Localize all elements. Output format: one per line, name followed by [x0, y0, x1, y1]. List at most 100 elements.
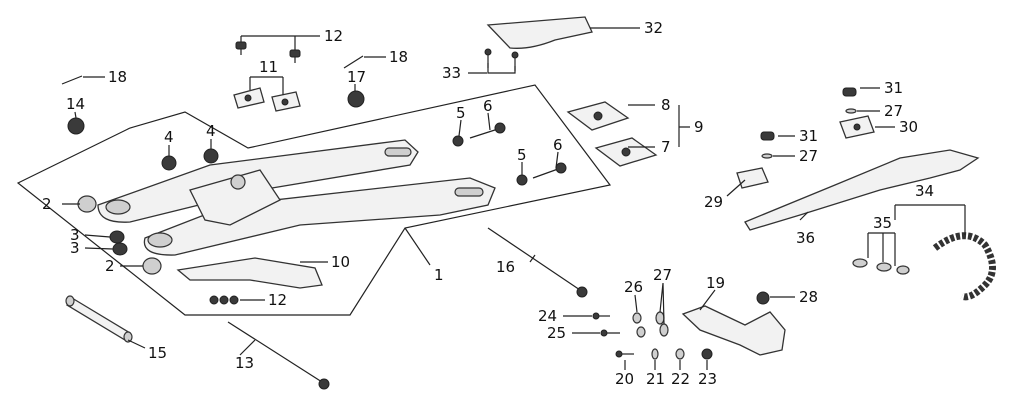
- pin-18-right: [343, 55, 364, 69]
- bolt-12-b: [289, 49, 301, 63]
- callout-34: 34: [915, 182, 934, 200]
- clip-11-a: [233, 87, 265, 109]
- nut-17: [347, 90, 365, 108]
- nut-4-a: [161, 155, 177, 171]
- bolt-12-a: [235, 41, 247, 55]
- callout-4-a: 4: [164, 128, 174, 146]
- callout-5-a: 5: [456, 104, 466, 122]
- callout-13: 13: [235, 354, 254, 372]
- drive-chain: [932, 232, 996, 301]
- bolt-20: [615, 350, 634, 358]
- callout-36: 36: [796, 229, 815, 247]
- axle-16: [487, 227, 588, 298]
- callout-7: 7: [661, 138, 671, 156]
- callout-18-right: 18: [389, 48, 408, 66]
- callout-11: 11: [259, 58, 278, 76]
- master-link-parts: [852, 258, 910, 275]
- callout-30: 30: [899, 118, 918, 136]
- callout-18-left: 18: [108, 68, 127, 86]
- callout-16: 16: [496, 258, 515, 276]
- washer-21: [651, 348, 659, 360]
- callout-5-b: 5: [517, 146, 527, 164]
- bolt-24: [592, 312, 610, 320]
- chain-adjuster-plate: [176, 257, 323, 289]
- bolts-12-lower: [209, 295, 239, 305]
- callout-8: 8: [661, 96, 671, 114]
- washer-26-a: [632, 312, 642, 324]
- callout-2-lower: 2: [105, 257, 115, 275]
- callout-12-top: 12: [324, 27, 343, 45]
- callout-27-lower: 27: [799, 147, 818, 165]
- callout-28: 28: [799, 288, 818, 306]
- callout-4-b: 4: [206, 122, 216, 140]
- callout-26: 26: [624, 278, 643, 296]
- callout-3-b: 3: [70, 239, 80, 257]
- chain-guard: [681, 305, 786, 356]
- callout-24: 24: [538, 307, 557, 325]
- callout-19: 19: [706, 274, 725, 292]
- pin-18-left: [61, 75, 83, 85]
- callout-31-lower: 31: [799, 127, 818, 145]
- washer-27-upper: [845, 108, 857, 114]
- callout-10: 10: [331, 253, 350, 271]
- callout-27-center: 27: [653, 266, 672, 284]
- washer-22: [675, 348, 685, 360]
- callout-35: 35: [873, 214, 892, 232]
- nut-5-a: [452, 135, 464, 147]
- seal-3-a: [109, 230, 125, 244]
- bolts-33: [484, 48, 519, 71]
- bolt-6-b: [532, 162, 567, 179]
- callout-33: 33: [442, 64, 461, 82]
- callout-15: 15: [148, 344, 167, 362]
- callout-20: 20: [615, 370, 634, 388]
- callout-3-a: 3: [70, 226, 80, 244]
- nut-14: [67, 117, 85, 135]
- callout-23: 23: [698, 370, 717, 388]
- bushing-2-upper: [77, 195, 97, 213]
- callout-6-a: 6: [483, 97, 493, 115]
- rubber-tube: [65, 295, 133, 343]
- bolt-31-lower: [760, 131, 775, 141]
- chain-guide-rail: [744, 149, 980, 231]
- seal-3-b: [112, 242, 128, 256]
- clip-11-b: [271, 91, 301, 112]
- callout-6-b: 6: [553, 136, 563, 154]
- callout-17: 17: [347, 68, 366, 86]
- leader-lines: [62, 27, 966, 370]
- bushing-2-lower: [142, 257, 162, 275]
- callout-12-lower: 12: [268, 291, 287, 309]
- callout-31-upper: 31: [884, 79, 903, 97]
- nut-23: [701, 348, 713, 360]
- guide-7: [594, 137, 658, 167]
- bolt-28: [756, 291, 770, 305]
- callout-1: 1: [434, 266, 444, 284]
- washer-26-b: [636, 326, 646, 338]
- washer-27-a: [655, 311, 665, 325]
- callout-27-upper: 27: [884, 102, 903, 120]
- chain-slider: [486, 16, 593, 49]
- callout-14: 14: [66, 95, 85, 113]
- bracket-29: [736, 167, 769, 189]
- washer-27-b: [659, 323, 669, 337]
- callout-29: 29: [704, 193, 723, 211]
- washer-27-lower: [761, 153, 773, 159]
- callout-21: 21: [646, 370, 665, 388]
- callout-9: 9: [694, 118, 704, 136]
- nut-4-b: [203, 148, 219, 164]
- callout-32: 32: [644, 19, 663, 37]
- bolt-6-a: [469, 122, 506, 139]
- bolt-25: [600, 329, 620, 337]
- callout-2-upper: 2: [42, 195, 52, 213]
- callout-25: 25: [547, 324, 566, 342]
- nut-5-b: [516, 174, 528, 186]
- swing-arm: [97, 139, 496, 256]
- swing-arm-group-outline: [16, 84, 612, 316]
- axle-13: [227, 321, 330, 390]
- callout-22: 22: [671, 370, 690, 388]
- callout-labels: 1 2 2 3 3 4 4 5 5 6 6 7 8 9 10 11 12 12 …: [42, 19, 934, 388]
- guide-8: [566, 101, 630, 131]
- bolt-31-upper: [842, 87, 857, 97]
- bracket-30: [839, 115, 875, 139]
